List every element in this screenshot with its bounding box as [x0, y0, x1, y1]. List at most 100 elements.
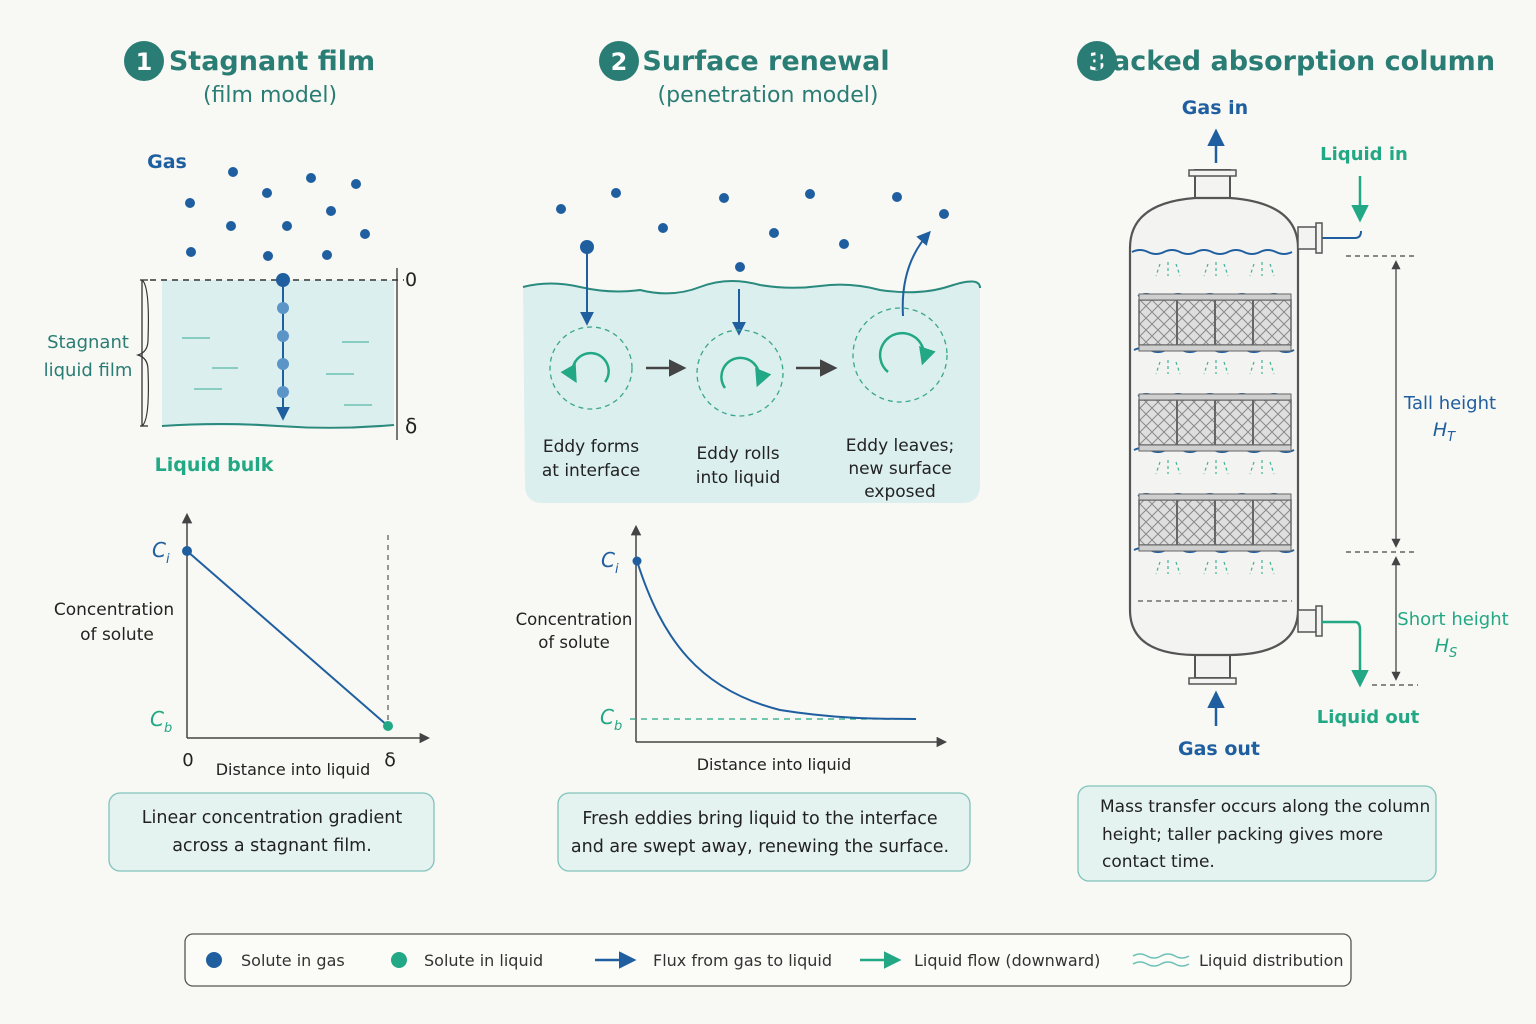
exponential-profile-curve [636, 560, 917, 720]
renewal-gas-dots [556, 188, 949, 272]
step3-label-line2: new surface [848, 459, 951, 479]
film-xdelta-tick: δ [384, 749, 396, 771]
film-xlabel: Distance into liquid [216, 760, 371, 779]
liquid-in-label: Liquid in [1320, 144, 1408, 165]
renewal-xlabel: Distance into liquid [697, 755, 852, 774]
film-brace [135, 279, 149, 427]
gas-out-label: Gas out [1178, 738, 1260, 760]
side-inlet-nozzle [1297, 226, 1317, 250]
tall-height-symbol: HT [1433, 419, 1456, 445]
renewal-interface-wave [522, 280, 981, 295]
film-delta-label: δ [405, 414, 417, 438]
step2-label-line2: into liquid [696, 468, 781, 488]
film-cb-label: Cb [150, 707, 172, 736]
step-number-3: 3 [1089, 48, 1106, 76]
spray-marks [1155, 262, 1275, 575]
panel-2-header: 2 Surface renewal (penetration model) [599, 41, 890, 108]
renewal-caption-line1: Fresh eddies bring liquid to the interfa… [582, 809, 937, 829]
short-height-label: Short height [1397, 609, 1508, 630]
renewal-cb-label: Cb [600, 705, 622, 734]
renewal-ylabel-line1: Concentration [516, 610, 633, 629]
film-ci-label: Ci [152, 538, 170, 567]
film-ylabel-line1: Concentration [54, 600, 174, 620]
side-inlet-flange [1315, 222, 1323, 254]
cb-point [383, 721, 393, 731]
column-caption-box: Mass transfer occurs along the column he… [1077, 785, 1437, 882]
panel-1-title: Stagnant film [169, 46, 375, 77]
column-caption-line3: contact time. [1102, 852, 1215, 872]
panel-3-header: 3 Packed absorption column [1077, 41, 1495, 81]
stagnant-film-label-line2: liquid film [44, 360, 133, 381]
film-top-label: 0 [405, 269, 417, 291]
legend-liquid-flow: Liquid flow (downward) [914, 951, 1100, 970]
interface-solute-dot [276, 273, 290, 287]
gas-in-label: Gas in [1182, 97, 1248, 119]
renewal-ci-point [632, 556, 642, 566]
packed-column-illustration: Gas in Liquid in [1128, 97, 1509, 760]
step2-label-line1: Eddy rolls [696, 444, 779, 464]
eddy-1 [549, 326, 633, 410]
blue-dot-icon [206, 952, 222, 968]
eddy-2 [696, 329, 784, 417]
column-caption-line1: Mass transfer occurs along the column [1100, 797, 1430, 817]
renewal-ylabel-line2: of solute [538, 633, 610, 652]
side-outlet-flange [1315, 605, 1323, 637]
liquid-bulk-label: Liquid bulk [155, 454, 274, 476]
stagnant-film-label-line1: Stagnant [47, 332, 129, 353]
wave-icon [1132, 953, 1190, 967]
step3-label-line3: exposed [864, 482, 936, 502]
linear-profile-line [186, 550, 389, 727]
step-number-1: 1 [136, 48, 153, 76]
legend-flux: Flux from gas to liquid [653, 951, 832, 970]
renewal-caption-line2: and are swept away, renewing the surface… [571, 837, 949, 857]
film-x0-tick: 0 [182, 750, 193, 771]
bottom-nozzle-flange [1188, 677, 1237, 685]
renewal-ci-label: Ci [601, 548, 619, 577]
renewal-liquid-region [523, 280, 980, 503]
column-caption-line2: height; taller packing gives more [1102, 825, 1383, 845]
gas-label: Gas [147, 151, 187, 173]
film-caption-box: Linear concentration gradient across a s… [108, 792, 435, 872]
panel-2-title: Surface renewal [642, 46, 889, 77]
film-concentration-graph: Ci Cb Concentration of solute 0 δ Distan… [54, 512, 431, 779]
tall-height-label: Tall height [1403, 393, 1496, 414]
stagnant-film-region [162, 280, 394, 426]
film-caption-line2: across a stagnant film. [172, 836, 372, 856]
legend-liquid-distribution: Liquid distribution [1199, 951, 1344, 970]
top-nozzle-flange [1188, 169, 1237, 177]
film-ylabel-line2: of solute [80, 625, 154, 645]
step-number-2: 2 [611, 48, 628, 76]
step-badge-2 [599, 41, 639, 81]
side-outlet-nozzle [1297, 609, 1317, 633]
packing-bed-2 [1138, 393, 1292, 452]
legend-solute-gas: Solute in gas [241, 951, 345, 970]
renewal-caption-box: Fresh eddies bring liquid to the interfa… [557, 792, 971, 872]
surface-renewal-illustration: Eddy forms at interface Eddy rolls into … [522, 188, 981, 503]
height-dimension-lines [1346, 255, 1418, 686]
panel-3-title: Packed absorption column [1093, 46, 1495, 77]
liquid-out-arrow [1322, 620, 1369, 688]
gas-solute-dots [185, 167, 370, 261]
liquid-out-label: Liquid out [1317, 707, 1420, 728]
legend-box [184, 933, 1352, 987]
renewal-concentration-graph: Ci Cb Concentration of solute Distance i… [516, 524, 948, 774]
ci-point [182, 546, 192, 556]
packing-bed-3 [1138, 493, 1292, 552]
eddy1-solute-dot [580, 240, 594, 254]
step1-label-line1: Eddy forms [543, 437, 639, 457]
liquid-inlet-pipe [1322, 230, 1362, 239]
eddy3-exit-arrow [901, 230, 931, 317]
film-bottom-boundary [161, 423, 395, 429]
panel-1-subtitle: (film model) [203, 83, 337, 108]
packing-bed-1 [1138, 293, 1292, 352]
step3-label-line1: Eddy leaves; [846, 436, 955, 456]
legend: Solute in gas Solute in liquid Flux from… [184, 933, 1352, 987]
short-height-symbol: HS [1435, 635, 1458, 661]
panel-2-subtitle: (penetration model) [658, 83, 879, 108]
eddy-3 [852, 307, 948, 403]
liquid-dashes [182, 337, 372, 406]
film-caption-line1: Linear concentration gradient [142, 808, 403, 828]
step-badge-3 [1077, 41, 1117, 81]
step1-label-line2: at interface [542, 461, 640, 481]
